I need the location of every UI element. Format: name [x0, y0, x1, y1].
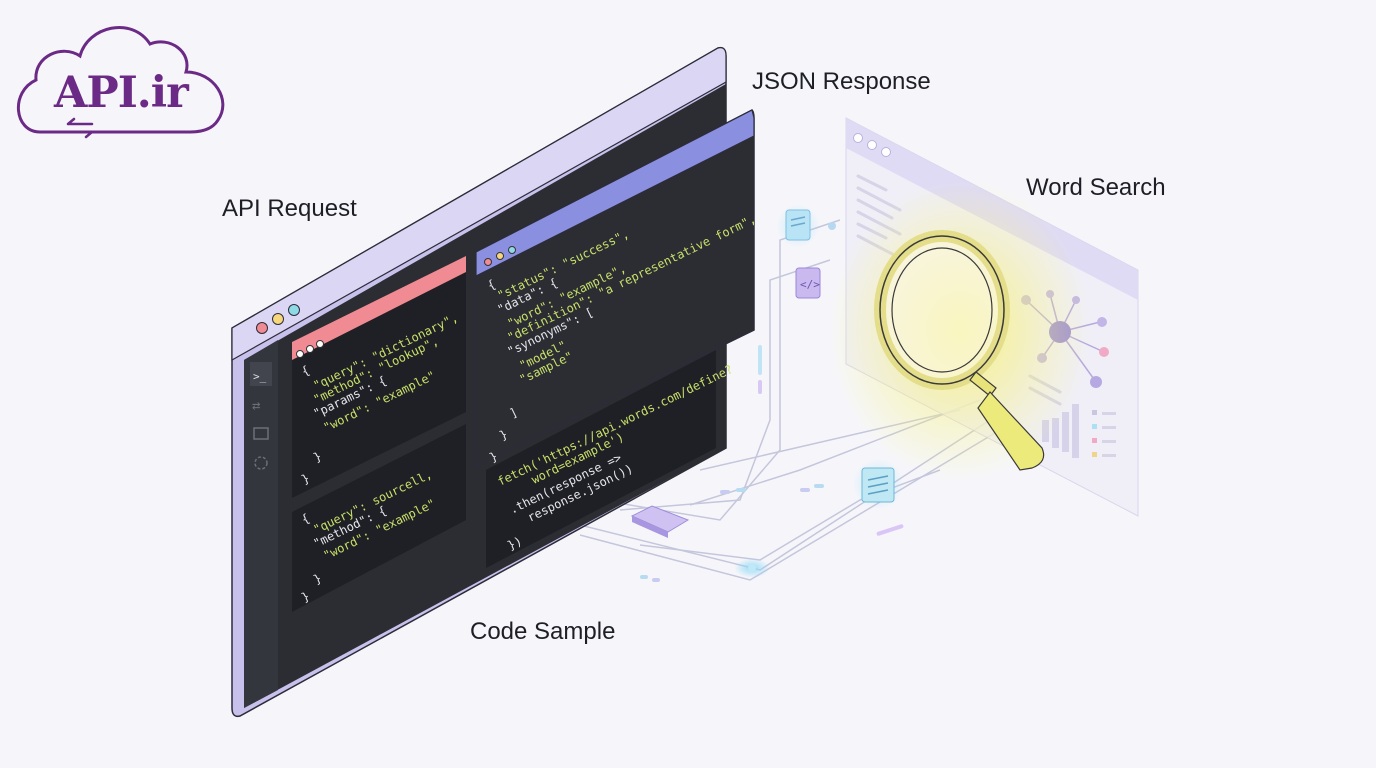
cloud-logo-icon [17, 26, 225, 139]
list-icon [852, 458, 904, 510]
logo: API.ir [0, 0, 240, 150]
folder-icon[interactable] [253, 427, 269, 440]
svg-text:</>: </> [800, 278, 820, 291]
magnifier-icon [830, 180, 1090, 480]
code-icon: </> [795, 267, 821, 299]
json-response-window [475, 109, 755, 468]
label-word-search: Word Search [1026, 174, 1166, 201]
terminal-icon[interactable] [250, 362, 272, 386]
label-code-sample: Code Sample [470, 618, 616, 645]
settings-icon[interactable] [254, 456, 268, 470]
label-json-response: JSON Response [752, 68, 931, 95]
window-close-dot [256, 322, 268, 334]
legend-list [1092, 410, 1116, 457]
logo-text: API.ir [54, 68, 189, 118]
label-api-request: API Request [222, 195, 357, 222]
window-max-dot [288, 304, 300, 316]
svg-text:>_: >_ [253, 370, 267, 383]
document-icon [776, 204, 820, 248]
window-min-dot [272, 313, 284, 325]
cube-chip-icon [630, 505, 690, 538]
swap-icon[interactable]: ⇄ [252, 398, 260, 414]
code-line: }) [505, 534, 524, 553]
